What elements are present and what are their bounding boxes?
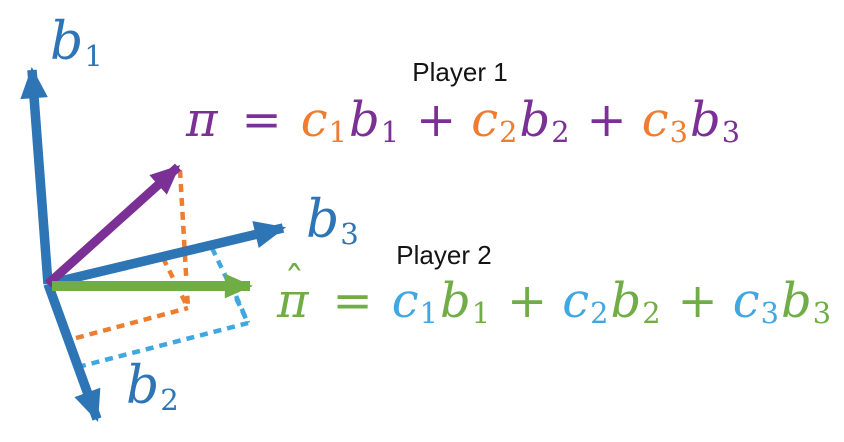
subscript: 2: [551, 115, 570, 150]
b1-axis-label: b1: [50, 16, 103, 71]
subscript: 2: [642, 296, 661, 331]
equation-token: c3: [641, 92, 688, 150]
subscript: 3: [669, 115, 688, 150]
b1-axis-label-base: b: [50, 12, 84, 72]
pihat-b3-projection-dash: [77, 320, 249, 370]
pi-policy-vector: [44, 163, 182, 288]
equation-token: b2: [610, 273, 661, 331]
equation-token: c1: [300, 92, 347, 150]
equation-token: +: [416, 92, 457, 148]
hat-accent: ˆ: [284, 258, 305, 307]
b1-axis-label-sub: 1: [84, 38, 103, 73]
equation-token: c3: [732, 273, 779, 331]
equation-token: +: [507, 273, 548, 329]
b2-basis-vector: [43, 282, 102, 422]
b3-axis-label: b3: [306, 194, 359, 249]
equation-token: c2: [471, 92, 518, 150]
player2-title: Player 2: [396, 240, 492, 270]
equation-token: =: [332, 273, 373, 329]
b1-basis-vector: [20, 66, 53, 285]
equation-token: b3: [689, 92, 741, 150]
subscript: 1: [328, 115, 347, 150]
subscript: 3: [760, 296, 779, 331]
b3-basis-vector: [46, 221, 287, 289]
subscript: 2: [590, 296, 609, 331]
equation-token: b2: [519, 92, 570, 150]
equation-token: =: [241, 92, 282, 148]
subscript: 1: [380, 115, 400, 150]
equation-token: b3: [780, 273, 832, 331]
equation-token: +: [586, 92, 627, 148]
subscript: 3: [812, 296, 832, 331]
equation-token: c2: [562, 273, 609, 331]
equation-token: c1: [391, 273, 438, 331]
subscript: 1: [471, 296, 491, 331]
subscript: 3: [721, 115, 741, 150]
subscript: 1: [419, 296, 438, 331]
b2-axis-label: b2: [126, 360, 179, 415]
b2-axis-label-base: b: [126, 356, 160, 416]
b3-axis-label-sub: 3: [340, 216, 359, 251]
equation-token: +: [677, 273, 718, 329]
equation-token: b1: [348, 92, 400, 150]
player1-title: Player 1: [412, 57, 508, 87]
subscript: 2: [499, 115, 518, 150]
pi-b3-projection-dash: [75, 305, 189, 341]
b2-axis-label-sub: 2: [160, 382, 179, 417]
equation-token: b1: [439, 273, 491, 331]
pihat-b1-projection-dash: [233, 295, 251, 324]
b3-axis-label-base: b: [306, 190, 340, 250]
equation-token: π: [186, 92, 218, 148]
pi-b2-projection-dash: [160, 256, 191, 310]
